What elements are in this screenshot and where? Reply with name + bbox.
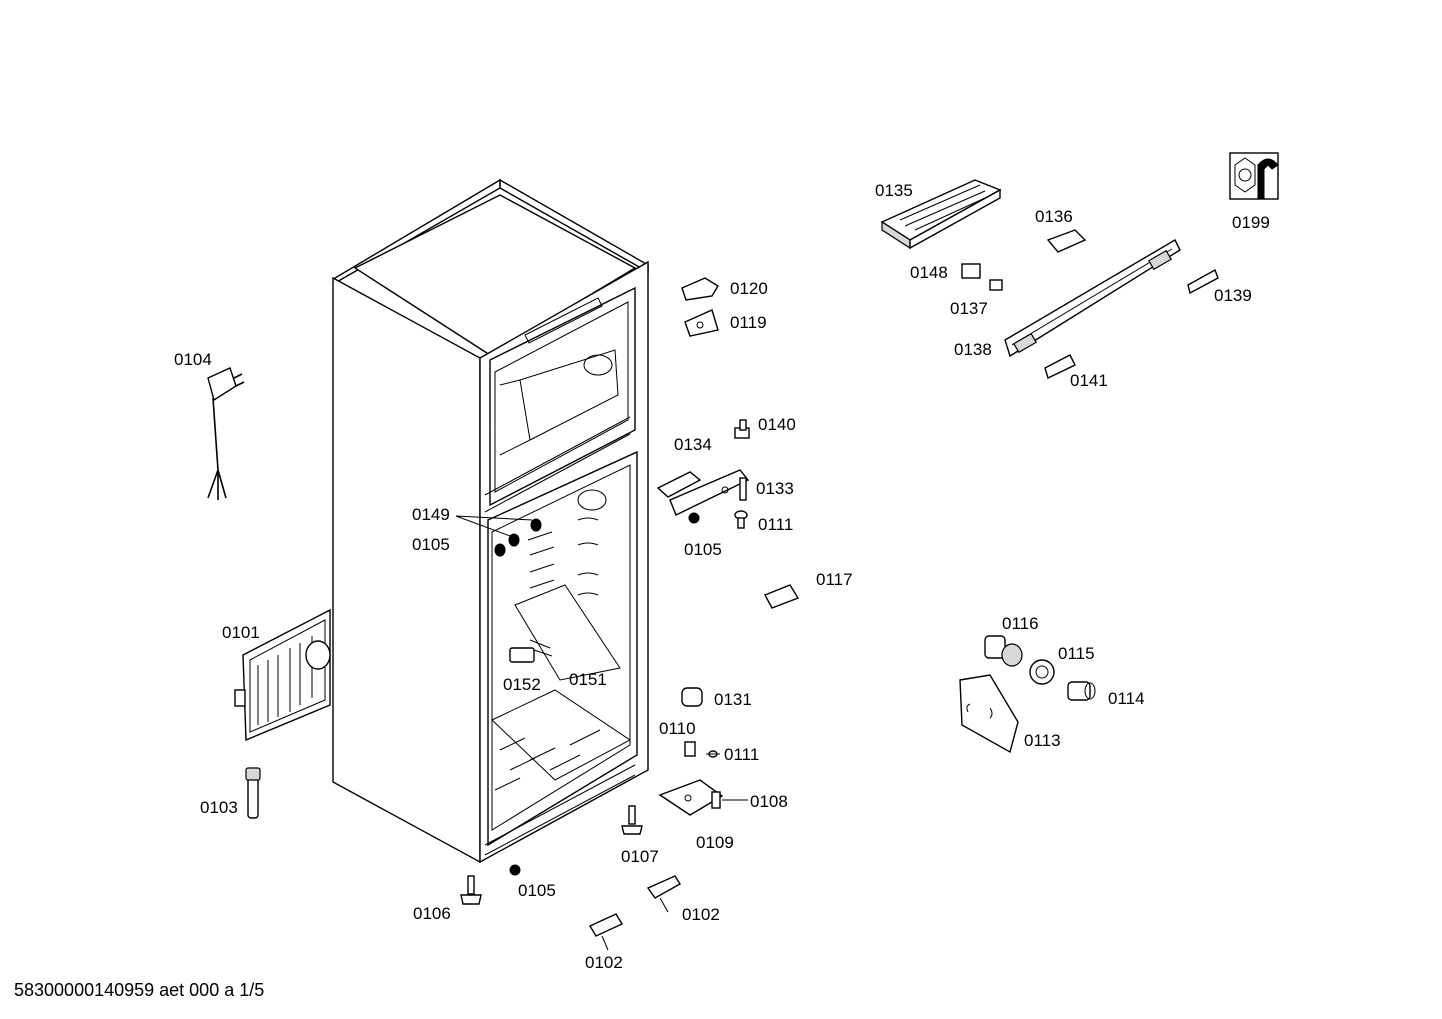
top-hinge-cover [681,277,719,301]
label-0114: 0114 [1108,689,1145,708]
label-strip [1044,354,1076,379]
label-0113: 0113 [1024,731,1061,750]
label-0107: 0107 [621,847,659,866]
label-0108: 0108 [750,792,788,811]
door-switch [764,584,800,609]
hole-plugs [455,515,542,557]
label-0152: 0152 [503,675,541,694]
label-0111-lower: 0111 [724,745,759,764]
label-0141: 0141 [1070,371,1108,390]
label-0109: 0109 [696,833,734,852]
label-0103: 0103 [200,798,238,817]
knob-ring [1029,659,1055,685]
lamp-socket [961,263,1003,291]
light-rail [1004,239,1181,358]
control-housing [880,179,1002,250]
label-0138: 0138 [954,340,992,359]
thermostat-panel [959,674,1019,754]
label-0115: 0115 [1058,644,1095,663]
mounting-brackets [588,875,681,951]
back-vent-panel [234,608,331,742]
hinge-pin [734,419,750,439]
refrigerator-cabinet [332,178,649,864]
leveling-leg [245,767,261,819]
crisper-slider [509,639,553,663]
label-0102-left: 0102 [585,953,623,972]
screws [688,510,748,529]
label-0105-bottom: 0105 [518,881,556,900]
label-0110: 0110 [659,719,696,738]
label-0116: 0116 [1002,614,1039,633]
bottom-hinge [658,779,724,816]
adjustable-foot [621,805,643,835]
label-0104: 0104 [174,350,212,369]
label-0136: 0136 [1035,207,1073,226]
label-0120: 0120 [730,279,768,298]
leader-lines [706,753,748,801]
label-0133: 0133 [756,479,794,498]
label-0131: 0131 [714,690,752,709]
label-0134: 0134 [674,435,712,454]
front-foot [460,875,482,905]
knob-shaft [1067,681,1096,701]
label-0106: 0106 [413,904,451,923]
label-0119: 0119 [730,313,767,332]
wrench-icon [1229,152,1279,200]
label-0101: 0101 [222,623,260,642]
label-0139: 0139 [1214,286,1252,305]
label-0105-hinge: 0105 [684,540,722,559]
label-0135: 0135 [875,181,913,200]
label-0111-upper: 0111 [758,515,793,534]
power-cord [207,367,245,500]
document-code: 58300000140959 aet 000 a 1/5 [14,980,265,1000]
label-0199: 0199 [1232,213,1270,232]
label-0148: 0148 [910,263,948,282]
hinge-clip [684,741,718,758]
label-0140: 0140 [758,415,796,434]
bottom-plug [509,864,521,876]
thermostat-switch [1046,229,1087,253]
middle-hinge-cover [656,471,702,498]
label-0102-right: 0102 [682,905,720,924]
small-tab [1187,268,1219,295]
thermostat-knob [984,635,1023,667]
top-hinge [684,309,719,337]
label-0137: 0137 [950,299,988,318]
label-0117: 0117 [816,570,853,589]
label-0151: 0151 [569,670,607,689]
middle-hinge [669,469,750,516]
label-0149: 0149 [412,505,450,524]
label-0105-left: 0105 [412,535,450,554]
hinge-bushing [681,687,703,707]
